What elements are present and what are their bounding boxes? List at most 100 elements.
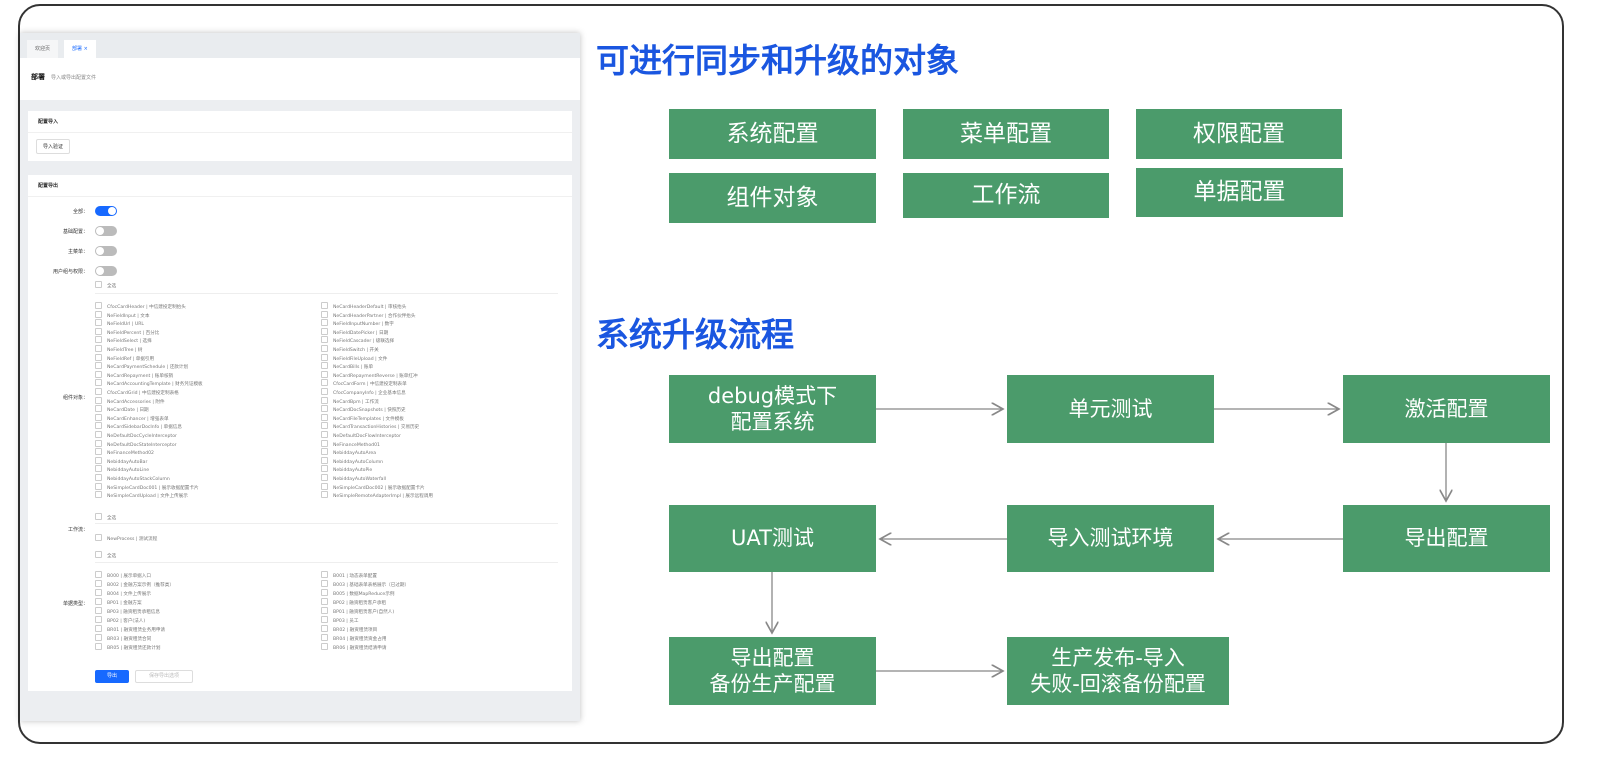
doctype-checkbox[interactable]: B002 | 金融方案示例（推荐类） bbox=[95, 580, 174, 590]
component-checkbox[interactable]: NeCardDocSnapshots | 快照历史 bbox=[321, 405, 406, 415]
component-checkbox[interactable]: NeCardFileTemplates | 文件模板 bbox=[321, 414, 404, 424]
component-checkbox[interactable]: NebiddayAutoStackColumn bbox=[95, 474, 170, 484]
component-checkbox[interactable]: NeFieldRef | 单据引用 bbox=[95, 354, 154, 364]
flow-step-box: 导出配置 bbox=[1343, 505, 1550, 572]
doctype-checkbox[interactable]: B004 | 文件上传展示 bbox=[95, 589, 151, 599]
doctype-checkbox[interactable]: BR02 | 融资租赁项目 bbox=[321, 625, 377, 635]
component-checkbox[interactable]: NeDefaultDocFlowInterceptor bbox=[321, 431, 401, 441]
component-checkbox[interactable]: CfocCardForm | 中信建投定制表单 bbox=[321, 379, 407, 389]
component-checkbox[interactable]: NeCardPaymentSchedule | 还款计划 bbox=[95, 362, 188, 372]
component-checkbox[interactable]: NeFieldTree | 树 bbox=[95, 345, 143, 355]
flow-step-box: debug模式下 配置系统 bbox=[669, 375, 876, 443]
toggle-switch[interactable] bbox=[95, 246, 117, 256]
flow-step-box: 激活配置 bbox=[1343, 375, 1550, 443]
component-checkbox[interactable]: NebiddayAutoWaterfall bbox=[321, 474, 386, 484]
object-box: 组件对象 bbox=[669, 173, 876, 223]
component-checkbox[interactable]: NeFinanceMethod01 bbox=[321, 440, 380, 450]
component-checkbox[interactable]: NeCardTransactionHistories | 交易历史 bbox=[321, 422, 419, 432]
component-checkbox[interactable]: NeDefaultDocCycleInterceptor bbox=[95, 431, 177, 441]
component-checkbox[interactable]: NeCardAccountingTemplate | 财务凭证模板 bbox=[95, 379, 203, 389]
select-all-workflows[interactable]: 全选 bbox=[95, 513, 116, 523]
component-checkbox[interactable]: NeCardBills | 账单 bbox=[321, 362, 373, 372]
doctype-checkbox[interactable]: BR06 | 融资租赁结清申请 bbox=[321, 643, 386, 653]
component-checkbox[interactable]: NeCardDate | 日期 bbox=[95, 405, 149, 415]
doctype-checkbox[interactable]: BR05 | 融资租赁还款计划 bbox=[95, 643, 160, 653]
component-checkbox[interactable]: NebiddayAutoBar bbox=[95, 457, 147, 467]
doctype-checkbox[interactable]: B000 | 展示单据入口 bbox=[95, 571, 151, 581]
toggle-switch[interactable] bbox=[95, 226, 117, 236]
object-box: 单据配置 bbox=[1136, 168, 1343, 217]
component-checkbox[interactable]: NeSimpleCardDoc001 | 展示收据配置卡片 bbox=[95, 483, 199, 493]
doctype-checkbox[interactable]: BP02 | 客户(法人) bbox=[95, 616, 145, 626]
doctype-checkbox[interactable]: B001 | 动态表单配置 bbox=[321, 571, 377, 581]
component-checkbox[interactable]: NeFieldPercent | 百分比 bbox=[95, 328, 159, 338]
component-checkbox[interactable]: NeFieldFileUpload | 文件 bbox=[321, 354, 387, 364]
component-checkbox[interactable]: NebiddayAutoLine bbox=[95, 465, 149, 475]
toggle-label: 全部： bbox=[72, 209, 88, 215]
tab-deploy[interactable]: 部署 × bbox=[64, 40, 96, 58]
component-checkbox[interactable]: NeCardHeaderPartner | 合作伙伴抬头 bbox=[321, 311, 415, 321]
divider bbox=[95, 293, 558, 294]
flow-step-box: 生产发布-导入 失败-回滚备份配置 bbox=[1007, 637, 1229, 705]
flow-title: 系统升级流程 bbox=[596, 315, 794, 354]
component-checkbox[interactable]: NeSimpleCardDoc002 | 展示收据配置卡片 bbox=[321, 483, 425, 493]
components-label: 组件对象： bbox=[62, 395, 88, 401]
component-checkbox[interactable]: NeCardRepaymentReverse | 账单红冲 bbox=[321, 371, 418, 381]
component-checkbox[interactable]: NeFinanceMethod02 bbox=[95, 448, 154, 458]
page-title: 部署 bbox=[31, 73, 45, 81]
component-checkbox[interactable]: NeFieldSwitch | 开关 bbox=[321, 345, 379, 355]
component-checkbox[interactable]: NeCardRepayment | 账单核销 bbox=[95, 371, 173, 381]
select-all-components[interactable]: 全选 bbox=[95, 281, 116, 291]
doctypes-label: 单据类型： bbox=[62, 601, 88, 607]
tab-welcome[interactable]: 欢迎页 bbox=[27, 40, 59, 58]
toggle-switch[interactable] bbox=[95, 266, 117, 276]
component-checkbox[interactable]: NeCardBpm | 工作流 bbox=[321, 397, 379, 407]
component-checkbox[interactable]: CfocCardHeader | 中信建投定制抬头 bbox=[95, 302, 186, 312]
component-checkbox[interactable]: NeFieldInputNumber | 数字 bbox=[321, 319, 394, 329]
page-subtitle: 导入或导出配置文件 bbox=[51, 75, 97, 81]
flow-step-box: 导出配置 备份生产配置 bbox=[669, 637, 876, 705]
flow-step-box: 单元测试 bbox=[1007, 375, 1214, 443]
doctype-checkbox[interactable]: BP03 | 融资租赁承租信息 bbox=[95, 607, 160, 617]
doctype-checkbox[interactable]: B003 | 基础表单表格展示（已过期） bbox=[321, 580, 409, 590]
component-checkbox[interactable]: NebiddayAutoPie bbox=[321, 465, 372, 475]
doctype-checkbox[interactable]: BR01 | 融资租赁业务用申请 bbox=[95, 625, 165, 635]
component-checkbox[interactable]: NeFieldInput | 文本 bbox=[95, 311, 149, 321]
component-checkbox[interactable]: NeCardAccessories | 附件 bbox=[95, 397, 165, 407]
doctype-checkbox[interactable]: BR04 | 融资租赁资金占用 bbox=[321, 634, 386, 644]
doctype-checkbox[interactable]: BP03 | 员工 bbox=[321, 616, 358, 626]
component-checkbox[interactable]: NeSimpleRemoteAdapterImpl | 展示远程调用 bbox=[321, 491, 433, 501]
component-checkbox[interactable]: NeDefaultDocStateInterceptor bbox=[95, 440, 177, 450]
doctype-checkbox[interactable]: BR03 | 融资租赁合同 bbox=[95, 634, 151, 644]
import-card: 配置导入 导入验证 bbox=[28, 111, 572, 161]
component-checkbox[interactable]: NeCardSidebarDocInfo | 单据信息 bbox=[95, 422, 182, 432]
divider bbox=[95, 523, 558, 524]
tab-bar: 欢迎页 部署 × bbox=[20, 33, 580, 58]
component-checkbox[interactable]: CfocCompanyInfo | 企业基本信息 bbox=[321, 388, 406, 398]
component-checkbox[interactable]: NebiddayAutoArea bbox=[321, 448, 376, 458]
import-verify-button[interactable]: 导入验证 bbox=[36, 139, 71, 154]
flow-step-box: 导入测试环境 bbox=[1007, 505, 1214, 572]
objects-title: 可进行同步和升级的对象 bbox=[596, 41, 959, 80]
doctype-checkbox[interactable]: B005 | 数据MapReduce示例 bbox=[321, 589, 394, 599]
export-card: 配置导出 全部：基础配置：主菜单：用户组与权限：全选组件对象：CfocCardH… bbox=[28, 175, 572, 691]
export-button[interactable]: 导出 bbox=[95, 670, 129, 683]
component-checkbox[interactable]: NeCardEnhancer | 增强表单 bbox=[95, 414, 169, 424]
component-checkbox[interactable]: NebiddayAutoColumn bbox=[321, 457, 383, 467]
workflow-checkbox[interactable]: NewProcess | 测试流程 bbox=[95, 534, 157, 544]
select-all-doctypes[interactable]: 全选 bbox=[95, 551, 116, 561]
component-checkbox[interactable]: NeSimpleCardUpload | 文件上传展示 bbox=[95, 491, 188, 501]
toggle-switch[interactable] bbox=[95, 206, 117, 216]
component-checkbox[interactable]: NeFieldSelect | 选择 bbox=[95, 336, 152, 346]
doctype-checkbox[interactable]: BP02 | 融资租赁客户承租 bbox=[321, 598, 386, 608]
component-checkbox[interactable]: CfocCardGrid | 中信建投定制表格 bbox=[95, 388, 179, 398]
page-header: 部署导入或导出配置文件 bbox=[20, 58, 580, 100]
doctype-checkbox[interactable]: BP01 | 融资租赁客户(自然人) bbox=[321, 607, 394, 617]
component-checkbox[interactable]: NeFieldDatePicker | 日期 bbox=[321, 328, 388, 338]
save-export-options-button[interactable]: 保存导出选项 bbox=[135, 670, 193, 683]
component-checkbox[interactable]: NeFieldCascader | 级联选择 bbox=[321, 336, 394, 346]
component-checkbox[interactable]: NeCardHeaderDefault | 审核抬头 bbox=[321, 302, 406, 312]
doctype-checkbox[interactable]: BP01 | 金融方案 bbox=[95, 598, 142, 608]
component-checkbox[interactable]: NeFieldUrl | URL bbox=[95, 319, 144, 329]
toggle-label: 主菜单： bbox=[67, 249, 88, 255]
